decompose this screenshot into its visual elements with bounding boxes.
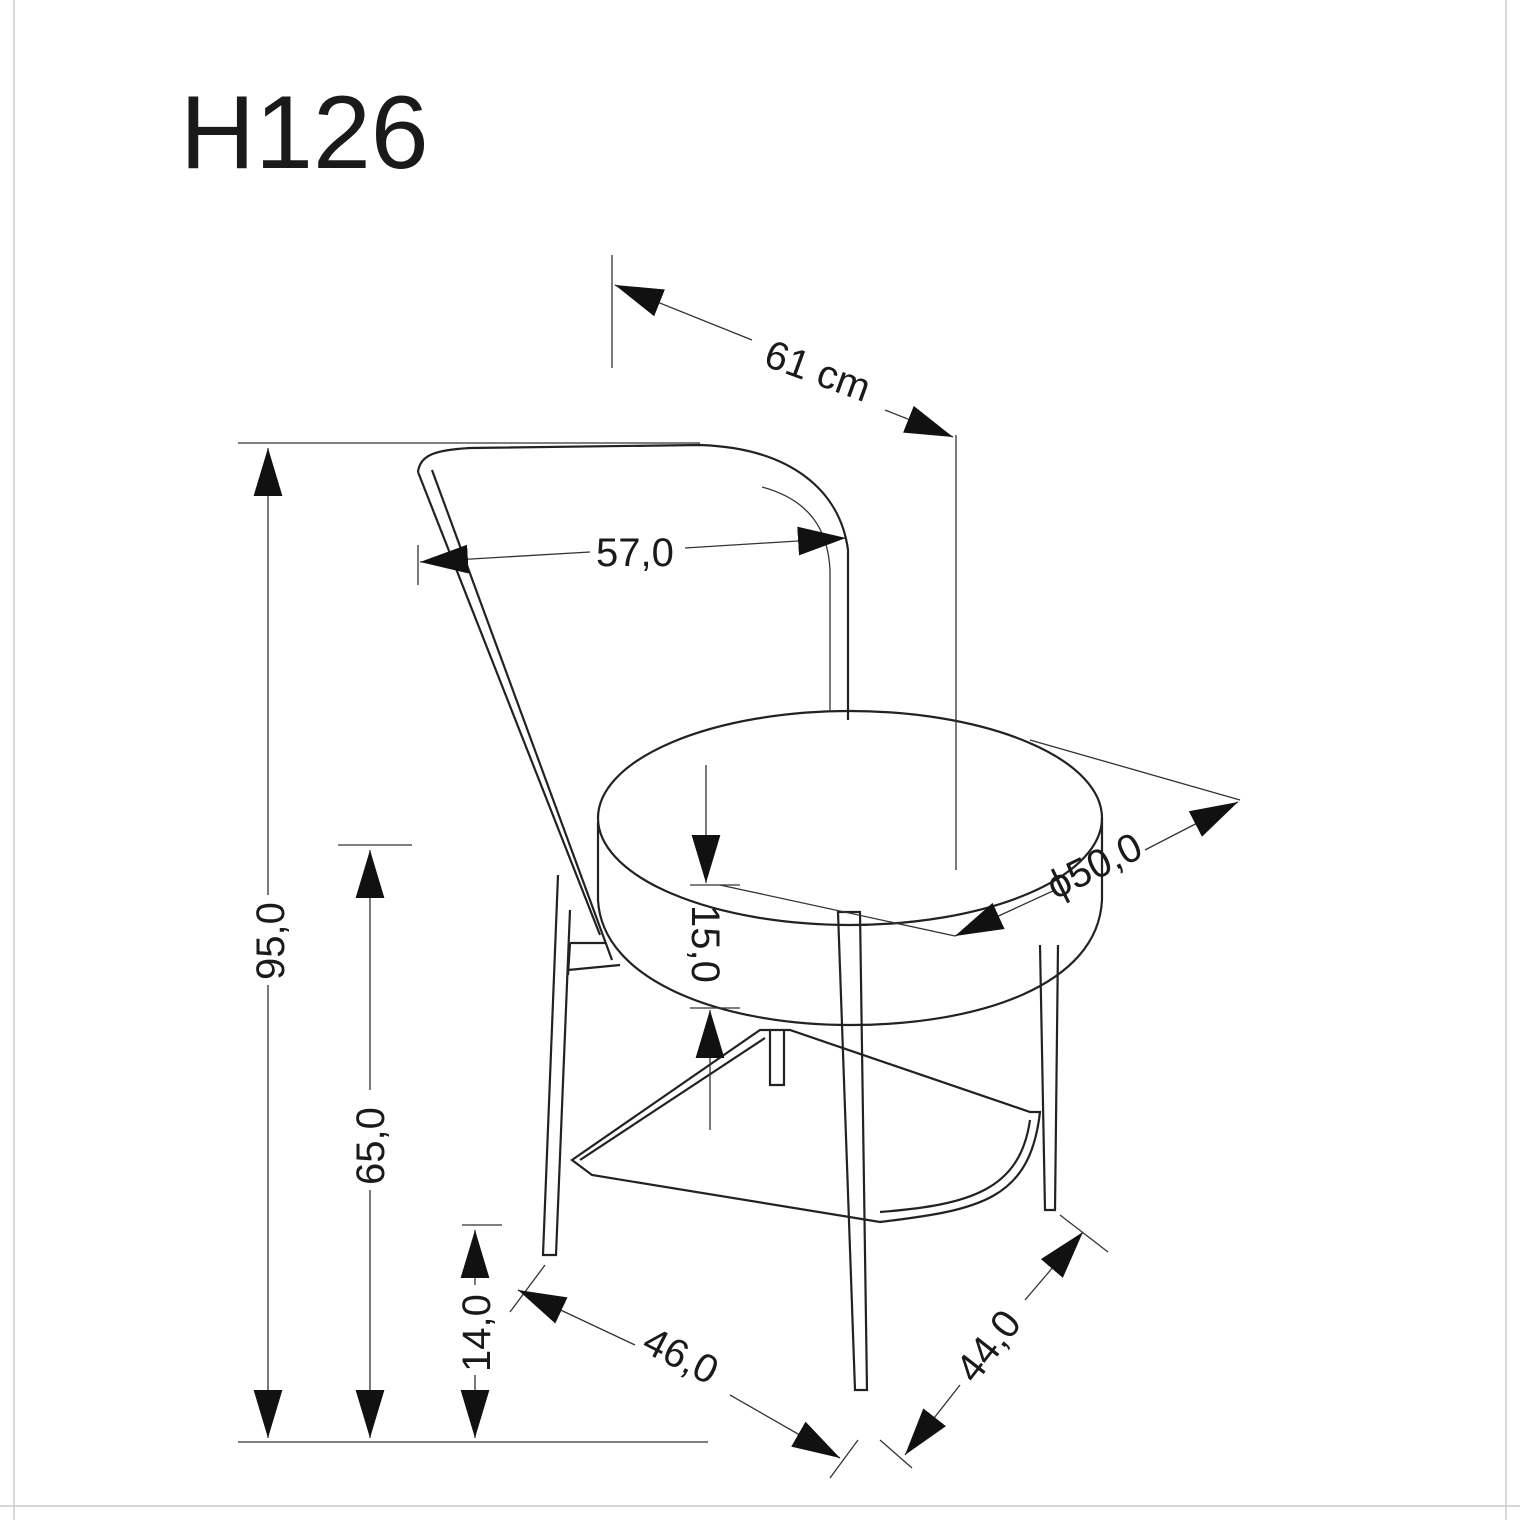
label-footrest-height: 14,0 bbox=[455, 1294, 499, 1372]
label-seat-height: 65,0 bbox=[349, 1107, 393, 1185]
label-base-width: 46,0 bbox=[636, 1319, 725, 1394]
dimension-lines bbox=[238, 255, 1241, 1479]
chair-outline bbox=[416, 443, 1104, 1392]
label-back-width: 57,0 bbox=[596, 531, 674, 575]
label-seat-diameter: ϕ50,0 bbox=[1040, 825, 1149, 909]
model-title: H126 bbox=[180, 75, 429, 191]
label-base-depth: 44,0 bbox=[947, 1302, 1030, 1390]
label-depth-total: 61 cm bbox=[759, 332, 876, 411]
label-seat-thickness: 15,0 bbox=[683, 905, 727, 983]
label-total-height: 95,0 bbox=[249, 902, 293, 980]
